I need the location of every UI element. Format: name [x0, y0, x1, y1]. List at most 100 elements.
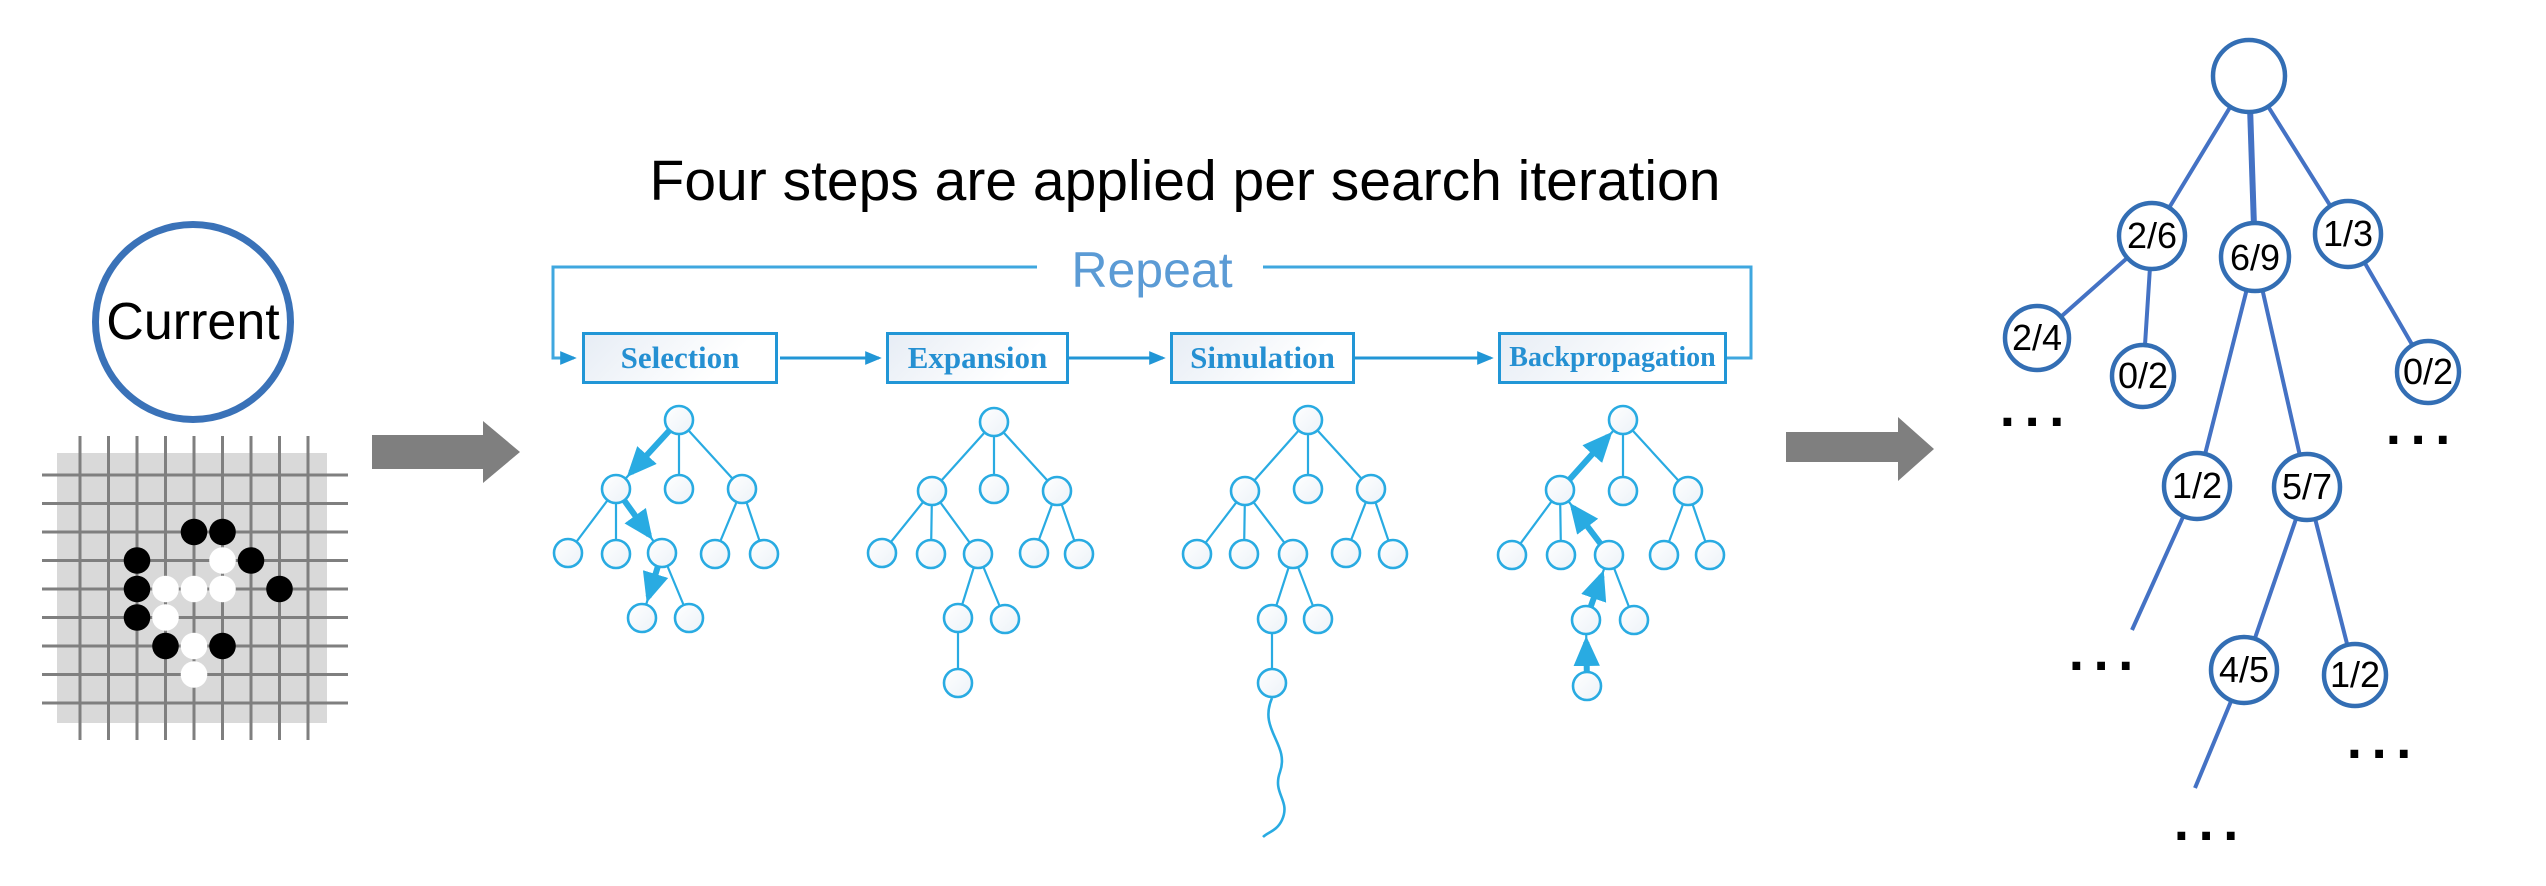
step-box-backpropagation: Backpropagation	[1498, 332, 1727, 384]
tree-node	[1041, 475, 1073, 507]
white-stone	[180, 632, 208, 660]
tree-node	[1256, 603, 1288, 635]
tree-node	[942, 602, 974, 634]
tree-node	[1545, 539, 1577, 571]
tree-node	[1355, 473, 1387, 505]
white-stone	[180, 661, 208, 688]
result-tree-edges	[2035, 74, 2430, 789]
black-stone	[209, 632, 236, 660]
black-stone	[123, 547, 151, 574]
node-value: 1/3	[2323, 213, 2373, 254]
node-value: 1/2	[2172, 465, 2222, 506]
node-value: 5/7	[2282, 466, 2332, 507]
tree-node	[1570, 604, 1602, 636]
step-box-simulation: Simulation	[1170, 332, 1355, 384]
right-arrow-icon	[1786, 417, 1934, 481]
repeat-loop-right	[1263, 265, 1753, 360]
black-stone	[237, 547, 265, 574]
backprop-arrow	[1567, 431, 1613, 482]
backpropagation-tree	[1496, 404, 1726, 702]
tree-edges	[567, 419, 766, 619]
backprop-arrow	[1581, 570, 1607, 608]
board-stones	[123, 518, 293, 688]
backprop-arrow	[1573, 636, 1600, 673]
simulated-node	[1256, 667, 1288, 699]
white-stone	[180, 575, 208, 603]
tree-node	[2218, 220, 2292, 294]
selection-path-arrow	[626, 428, 672, 478]
result-tree: 2/6 6/9 1/3 2/4 0/2 0/2 1/2 5/7 4/5 1/2	[2002, 37, 2462, 789]
step-box-selection: Selection	[582, 332, 778, 384]
tree-node	[1302, 603, 1334, 635]
tree-node	[1229, 475, 1261, 507]
tree-node	[663, 473, 695, 505]
tree-node	[1018, 537, 1050, 569]
tree-node	[962, 538, 994, 570]
black-stone	[123, 604, 151, 631]
tree-node	[915, 538, 947, 570]
black-stone	[266, 575, 293, 603]
ellipsis: ...	[2173, 800, 2248, 851]
tree-node	[726, 473, 758, 505]
tree-edges	[881, 421, 1081, 683]
tree-node	[1648, 539, 1680, 571]
step-box-expansion: Expansion	[886, 332, 1069, 384]
tree-edges	[1196, 419, 1395, 683]
tree-node	[2161, 450, 2233, 522]
tree-node	[2271, 451, 2343, 523]
tree-node	[600, 473, 632, 505]
tree-node	[748, 538, 780, 570]
white-stone	[209, 547, 236, 574]
right-arrow-icon	[372, 421, 520, 483]
selection-path-arrow	[642, 565, 669, 603]
tree-node	[1694, 539, 1726, 571]
tree-node	[1228, 538, 1260, 570]
transition-arrows	[372, 417, 1934, 483]
black-stone	[152, 632, 179, 660]
tree-node	[646, 537, 678, 569]
tree-node	[1292, 473, 1324, 505]
tree-node	[1063, 538, 1095, 570]
tree-node	[2208, 634, 2280, 706]
go-board	[42, 436, 348, 740]
white-stone	[209, 575, 236, 603]
tree-node	[1181, 538, 1213, 570]
current-state-label: Current	[106, 293, 280, 351]
node-value: 6/9	[2230, 237, 2280, 278]
page-title: Four steps are applied per search iterat…	[649, 149, 1721, 213]
backprop-arrow	[1569, 502, 1603, 546]
node-value: 1/2	[2330, 654, 2380, 695]
tree-node	[916, 475, 948, 507]
tree-node	[989, 603, 1021, 635]
repeat-loop	[551, 265, 1753, 365]
simulation-tree	[1181, 404, 1409, 838]
tree-node	[866, 537, 898, 569]
tree-node	[2116, 200, 2188, 272]
tree-node	[1544, 474, 1576, 506]
tree-node	[1593, 539, 1625, 571]
tree-node	[1330, 537, 1362, 569]
tree-node	[626, 602, 658, 634]
node-value: 2/6	[2127, 215, 2177, 256]
tree-node-root	[2210, 37, 2288, 115]
tree-node	[699, 538, 731, 570]
tree-node	[1571, 670, 1603, 702]
node-value: 0/2	[2403, 351, 2453, 392]
node-value: 2/4	[2012, 317, 2062, 358]
tree-node	[1496, 539, 1528, 571]
ellipsis: ...	[1999, 386, 2074, 437]
tree-node	[2321, 641, 2389, 709]
black-stone	[209, 518, 236, 546]
repeat-loop-left	[551, 265, 1037, 365]
tree-node	[2109, 342, 2177, 410]
tree-node	[1607, 475, 1639, 507]
tree-node	[1292, 404, 1324, 436]
tree-node	[1672, 475, 1704, 507]
tree-node	[978, 473, 1010, 505]
node-value: 4/5	[2219, 649, 2269, 690]
white-stone	[152, 604, 179, 631]
tree-node	[673, 602, 705, 634]
ellipsis: ...	[2385, 404, 2460, 455]
